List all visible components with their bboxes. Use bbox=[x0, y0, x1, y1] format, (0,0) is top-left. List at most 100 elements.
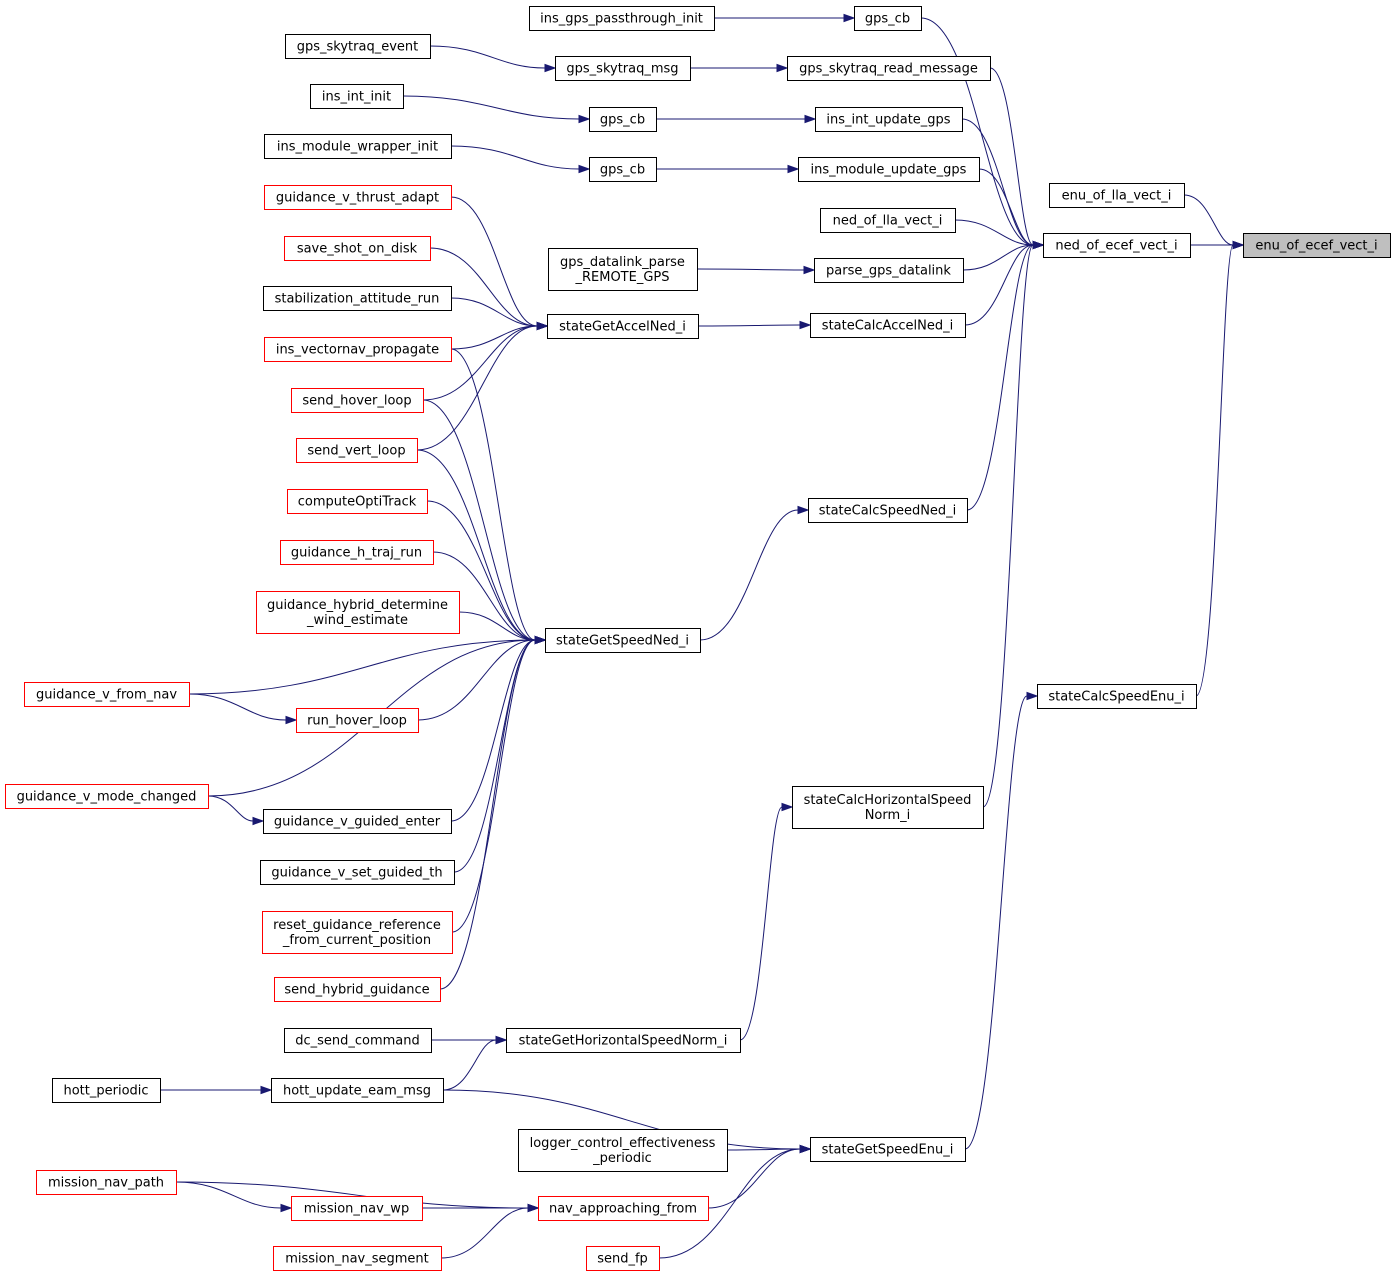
node-dc-send-command[interactable]: dc_send_command bbox=[284, 1028, 432, 1053]
edge-arrowhead bbox=[285, 715, 298, 725]
edge-arrowhead bbox=[536, 321, 549, 331]
node-box bbox=[506, 1028, 741, 1053]
node-statecalcspeedned-i[interactable]: stateCalcSpeedNed_i bbox=[808, 498, 968, 523]
edge-line bbox=[726, 1148, 801, 1151]
node-label: ins_gps_passthrough_init bbox=[540, 12, 703, 27]
node-send-fp[interactable]: send_fp bbox=[586, 1246, 660, 1271]
node-ins-int-update-gps[interactable]: ins_int_update_gps bbox=[815, 107, 963, 132]
node-parse-gps-datalink[interactable]: parse_gps_datalink bbox=[814, 258, 964, 283]
node-label: ins_int_update_gps bbox=[826, 113, 950, 128]
edge-line bbox=[440, 1207, 529, 1259]
graph-edges bbox=[159, 13, 1245, 1259]
node-mission-nav-wp[interactable]: mission_nav_wp bbox=[291, 1196, 423, 1221]
edge-line bbox=[451, 639, 536, 933]
node-gps-skytraq-msg[interactable]: gps_skytraq_msg bbox=[555, 56, 691, 81]
node-mission-nav-path[interactable]: mission_nav_path bbox=[36, 1170, 177, 1195]
node-gps-cb[interactable]: gps_cb bbox=[589, 107, 657, 132]
node-label: ins_module_update_gps bbox=[811, 163, 967, 178]
node-gps-cb[interactable]: gps_cb bbox=[854, 6, 922, 31]
edge-line bbox=[450, 145, 580, 170]
node-label: reset_guidance_reference bbox=[273, 918, 441, 933]
node-stabilization-attitude-run[interactable]: stabilization_attitude_run bbox=[263, 286, 452, 311]
node-box bbox=[24, 682, 190, 707]
node-nav-approaching-from[interactable]: nav_approaching_from bbox=[538, 1196, 709, 1221]
edge-line bbox=[697, 324, 801, 327]
node-label: guidance_v_mode_changed bbox=[17, 790, 197, 805]
edge-n9-to-n2 bbox=[961, 118, 1045, 250]
edge-n12-to-n2 bbox=[978, 168, 1045, 250]
node-box bbox=[808, 498, 968, 523]
node-statecalcspeedenu-i[interactable]: stateCalcSpeedEnu_i bbox=[1037, 684, 1197, 709]
node-label: ins_module_wrapper_init bbox=[277, 140, 438, 155]
node-box bbox=[273, 1246, 442, 1271]
node-guidance-hybrid-determine-wind-estimate[interactable]: guidance_hybrid_determine_wind_estimate bbox=[256, 591, 460, 634]
node-ins-gps-passthrough-init[interactable]: ins_gps_passthrough_init bbox=[529, 6, 715, 31]
node-ins-module-wrapper-init[interactable]: ins_module_wrapper_init bbox=[264, 134, 452, 159]
edge-line bbox=[696, 268, 805, 271]
node-label: nav_approaching_from bbox=[549, 1202, 697, 1217]
node-gps-skytraq-event[interactable]: gps_skytraq_event bbox=[285, 34, 431, 59]
node-send-hybrid-guidance[interactable]: send_hybrid_guidance bbox=[274, 977, 441, 1002]
edge-n46-to-n47 bbox=[175, 1181, 293, 1213]
node-enu-of-lla-vect-i[interactable]: enu_of_lla_vect_i bbox=[1049, 183, 1185, 208]
node-label: stateCalcAccelNed_i bbox=[822, 319, 953, 334]
node-gps-cb[interactable]: gps_cb bbox=[589, 157, 657, 182]
edge-line bbox=[429, 247, 538, 327]
node-label: send_hover_loop bbox=[302, 394, 411, 409]
node-box bbox=[264, 134, 452, 159]
edge-arrowhead bbox=[578, 114, 591, 124]
edge-arrowhead bbox=[799, 320, 812, 330]
node-hott-periodic[interactable]: hott_periodic bbox=[52, 1078, 161, 1103]
node-label: computeOptiTrack bbox=[298, 495, 417, 510]
edge-line bbox=[416, 449, 536, 641]
node-hott-update-eam-msg[interactable]: hott_update_eam_msg bbox=[271, 1078, 444, 1103]
node-run-hover-loop[interactable]: run_hover_loop bbox=[296, 708, 419, 733]
node-label: mission_nav_path bbox=[48, 1176, 164, 1191]
node-mission-nav-segment[interactable]: mission_nav_segment bbox=[273, 1246, 442, 1271]
node-box bbox=[1037, 684, 1197, 709]
node-logger-control-effectiveness-periodic[interactable]: logger_control_effectiveness_periodic bbox=[518, 1129, 728, 1172]
node-ins-vectornav-propagate[interactable]: ins_vectornav_propagate bbox=[264, 337, 452, 362]
node-send-vert-loop[interactable]: send_vert_loop bbox=[296, 438, 418, 463]
edge-n6-to-n2 bbox=[989, 67, 1045, 250]
node-guidance-v-mode-changed[interactable]: guidance_v_mode_changed bbox=[5, 784, 209, 809]
node-box bbox=[814, 258, 964, 283]
node-box bbox=[274, 977, 441, 1002]
node-gps-skytraq-read-message[interactable]: gps_skytraq_read_message bbox=[787, 56, 991, 81]
node-box bbox=[589, 157, 657, 182]
node-box bbox=[5, 784, 209, 809]
node-computeoptitrack[interactable]: computeOptiTrack bbox=[287, 489, 428, 514]
node-box bbox=[787, 56, 991, 81]
node-ned-of-lla-vect-i[interactable]: ned_of_lla_vect_i bbox=[820, 208, 956, 233]
node-ins-int-init[interactable]: ins_int_init bbox=[310, 84, 404, 109]
node-ins-module-update-gps[interactable]: ins_module_update_gps bbox=[798, 157, 980, 182]
node-enu-of-ecef-vect-i[interactable]: enu_of_ecef_vect_i bbox=[1243, 233, 1391, 258]
node-guidance-v-from-nav[interactable]: guidance_v_from_nav bbox=[24, 682, 190, 707]
node-guidance-v-thrust-adapt[interactable]: guidance_v_thrust_adapt bbox=[264, 185, 452, 210]
node-save-shot-on-disk[interactable]: save_shot_on_disk bbox=[284, 236, 431, 261]
node-guidance-v-set-guided-th[interactable]: guidance_v_set_guided_th bbox=[260, 860, 455, 885]
node-ned-of-ecef-vect-i[interactable]: ned_of_ecef_vect_i bbox=[1043, 233, 1191, 258]
node-stategethorizontalspeednorm-i[interactable]: stateGetHorizontalSpeedNorm_i bbox=[506, 1028, 741, 1053]
node-send-hover-loop[interactable]: send_hover_loop bbox=[291, 388, 424, 413]
node-box bbox=[263, 809, 452, 834]
node-box bbox=[586, 1246, 660, 1271]
node-reset-guidance-reference-from-current-position[interactable]: reset_guidance_reference_from_current_po… bbox=[262, 911, 453, 954]
node-gps-datalink-parse-remote-gps[interactable]: gps_datalink_parse_REMOTE_GPS bbox=[548, 248, 698, 291]
node-statecalcaccelned-i[interactable]: stateCalcAccelNed_i bbox=[810, 313, 966, 338]
edge-n13-to-n12 bbox=[655, 164, 800, 174]
node-stategetspeedned-i[interactable]: stateGetSpeedNed_i bbox=[545, 628, 701, 653]
node-guidance-v-guided-enter[interactable]: guidance_v_guided_enter bbox=[263, 809, 452, 834]
node-stategetspeedenu-i[interactable]: stateGetSpeedEnu_i bbox=[810, 1137, 966, 1162]
node-guidance-h-traj-run[interactable]: guidance_h_traj_run bbox=[280, 540, 434, 565]
node-box bbox=[545, 628, 701, 653]
node-label: run_hover_loop bbox=[307, 714, 407, 729]
node-label: guidance_hybrid_determine bbox=[267, 598, 448, 613]
node-label: guidance_h_traj_run bbox=[291, 546, 422, 561]
node-label: gps_cb bbox=[600, 113, 645, 128]
node-label: parse_gps_datalink bbox=[826, 264, 951, 279]
edge-arrowhead bbox=[527, 1203, 540, 1213]
node-stategetaccelned-i[interactable]: stateGetAccelNed_i bbox=[547, 314, 699, 339]
